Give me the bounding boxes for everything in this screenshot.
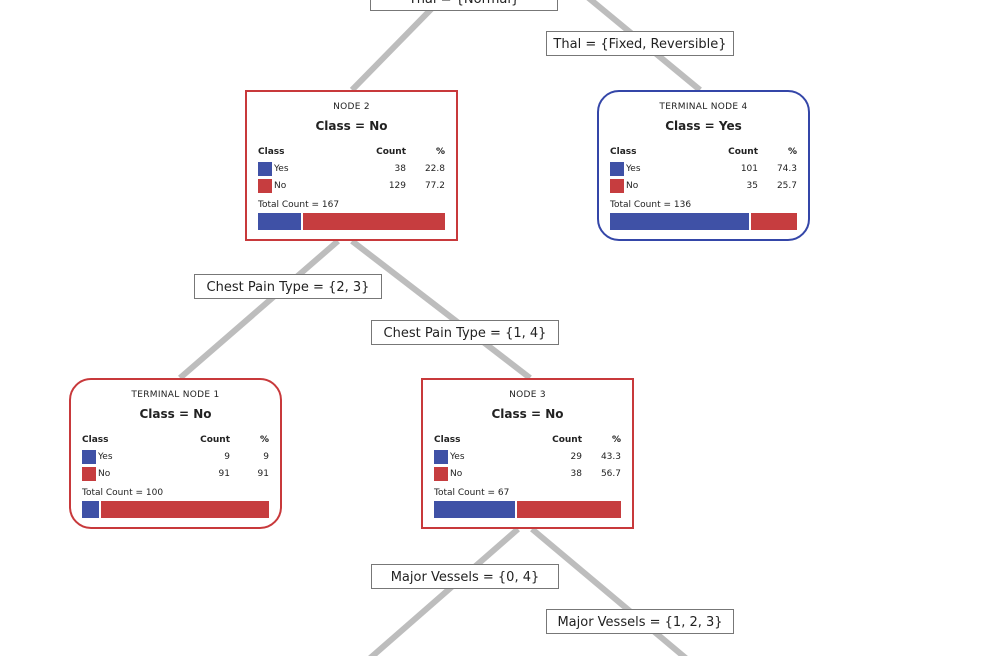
- node-class: Class = No: [491, 407, 564, 421]
- bar-no: [100, 501, 269, 518]
- class-bar: [434, 501, 621, 518]
- header-pct: %: [259, 435, 269, 445]
- row-yes: Yes 9 9: [82, 450, 269, 464]
- bar-no: [516, 501, 621, 518]
- class-bar: [610, 213, 797, 230]
- header-count: Count: [728, 147, 758, 157]
- row-label: Yes: [626, 164, 641, 174]
- edge-root-node2: [349, 0, 445, 93]
- edge-node2-term1: [178, 238, 340, 381]
- row-label: Yes: [450, 452, 465, 462]
- node-title: TERMINAL NODE 4: [659, 102, 748, 112]
- split-label-thal-normal: Thal = {Normal}: [370, 0, 558, 11]
- no-swatch: [434, 467, 448, 481]
- row-no: No 35 25.7: [610, 179, 797, 193]
- bar-yes: [434, 501, 517, 518]
- node-title: NODE 2: [333, 102, 370, 112]
- split-label-thal-fixed: Thal = {Fixed, Reversible}: [546, 31, 734, 56]
- no-count: 129: [388, 181, 406, 191]
- no-swatch: [258, 179, 272, 193]
- header-pct: %: [611, 435, 621, 445]
- total-count: Total Count = 67: [434, 488, 510, 498]
- header-class: Class: [82, 435, 109, 445]
- total-count: Total Count = 167: [258, 200, 340, 210]
- edge-node3-left: [368, 526, 520, 656]
- node-class: Class = No: [139, 407, 212, 421]
- split-label-major-vessels-123: Major Vessels = {1, 2, 3}: [546, 609, 734, 634]
- yes-swatch: [610, 162, 624, 176]
- no-pct: 56.7: [600, 469, 621, 479]
- node-3[interactable]: NODE 3 Class = No Class Count % Yes 29 4…: [421, 378, 634, 529]
- class-bar: [82, 501, 269, 518]
- no-pct: 77.2: [424, 181, 445, 191]
- node-table-header: Class Count %: [82, 433, 269, 447]
- yes-count: 101: [740, 164, 758, 174]
- bar-no: [302, 213, 445, 230]
- node-class: Class = No: [315, 119, 388, 133]
- yes-count: 29: [570, 452, 582, 462]
- header-class: Class: [258, 147, 285, 157]
- header-pct: %: [435, 147, 445, 157]
- edge-node3-right: [530, 526, 688, 656]
- header-count: Count: [552, 435, 582, 445]
- node-table-header: Class Count %: [258, 145, 445, 159]
- no-count: 38: [570, 469, 582, 479]
- yes-count: 9: [224, 452, 230, 462]
- header-count: Count: [376, 147, 406, 157]
- row-no: No 38 56.7: [434, 467, 621, 481]
- yes-pct: 22.8: [424, 164, 445, 174]
- node-table-header: Class Count %: [610, 145, 797, 159]
- yes-swatch: [434, 450, 448, 464]
- row-label: Yes: [98, 452, 113, 462]
- split-label-major-vessels-04: Major Vessels = {0, 4}: [371, 564, 559, 589]
- row-label: No: [274, 181, 287, 191]
- bar-yes: [82, 501, 101, 518]
- row-label: No: [626, 181, 639, 191]
- row-label: No: [450, 469, 463, 479]
- total-count: Total Count = 136: [610, 200, 692, 210]
- yes-pct: 74.3: [776, 164, 797, 174]
- row-label: Yes: [274, 164, 289, 174]
- header-pct: %: [787, 147, 797, 157]
- split-label-chest-pain-23: Chest Pain Type = {2, 3}: [194, 274, 382, 299]
- node-table-header: Class Count %: [434, 433, 621, 447]
- no-swatch: [610, 179, 624, 193]
- row-no: No 129 77.2: [258, 179, 445, 193]
- row-yes: Yes 38 22.8: [258, 162, 445, 176]
- row-no: No 91 91: [82, 467, 269, 481]
- node-2[interactable]: NODE 2 Class = No Class Count % Yes 38 2…: [245, 90, 458, 241]
- yes-swatch: [82, 450, 96, 464]
- terminal-node-4[interactable]: TERMINAL NODE 4 Class = Yes Class Count …: [597, 90, 810, 241]
- no-count: 35: [746, 181, 758, 191]
- no-count: 91: [218, 469, 230, 479]
- header-class: Class: [610, 147, 637, 157]
- header-class: Class: [434, 435, 461, 445]
- row-yes: Yes 101 74.3: [610, 162, 797, 176]
- row-yes: Yes 29 43.3: [434, 450, 621, 464]
- no-pct: 25.7: [776, 181, 797, 191]
- no-pct: 91: [257, 469, 269, 479]
- total-count: Total Count = 100: [82, 488, 164, 498]
- yes-swatch: [258, 162, 272, 176]
- node-title: TERMINAL NODE 1: [131, 390, 220, 400]
- split-label-chest-pain-14: Chest Pain Type = {1, 4}: [371, 320, 559, 345]
- edge-node2-node3: [350, 238, 532, 381]
- bar-no: [750, 213, 797, 230]
- bar-yes: [610, 213, 751, 230]
- header-count: Count: [200, 435, 230, 445]
- bar-yes: [258, 213, 303, 230]
- class-bar: [258, 213, 445, 230]
- terminal-node-1[interactable]: TERMINAL NODE 1 Class = No Class Count %…: [69, 378, 282, 529]
- yes-count: 38: [394, 164, 406, 174]
- no-swatch: [82, 467, 96, 481]
- yes-pct: 43.3: [600, 452, 621, 462]
- node-class: Class = Yes: [665, 119, 742, 133]
- row-label: No: [98, 469, 111, 479]
- node-title: NODE 3: [509, 390, 546, 400]
- yes-pct: 9: [263, 452, 269, 462]
